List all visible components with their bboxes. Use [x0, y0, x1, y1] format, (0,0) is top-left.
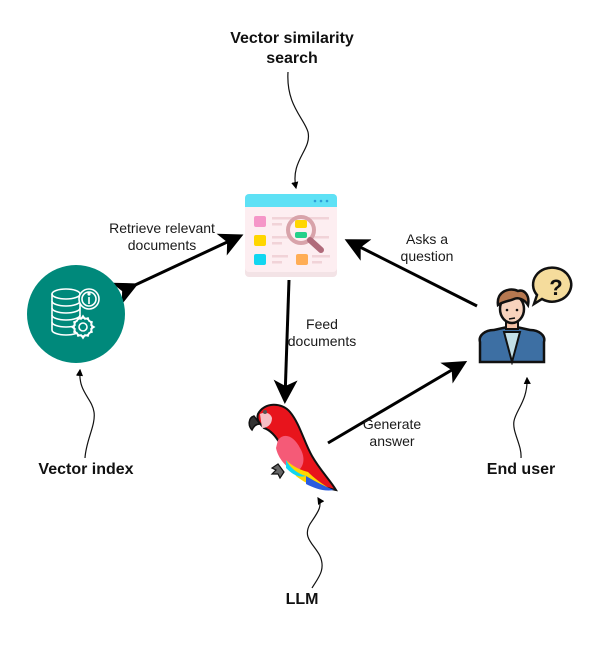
label-generate: Generate answer	[362, 416, 422, 449]
label-retrieve: Retrieve relevant documents	[109, 220, 215, 253]
title-vector-index: Vector index	[38, 461, 134, 478]
parrot-icon	[248, 403, 338, 492]
title-llm: LLM	[285, 591, 319, 608]
user-question-icon: ?	[478, 266, 573, 365]
arrow-feed	[273, 279, 298, 404]
svg-text:?: ?	[549, 275, 562, 300]
search-window-icon	[245, 194, 337, 277]
squiggle-vector-search	[287, 71, 310, 190]
squiggle-llm	[306, 496, 325, 589]
arrow-generate	[327, 360, 468, 445]
database-gear-info-icon	[27, 265, 125, 363]
squiggle-end-user	[513, 376, 531, 459]
title-end-user: End user	[486, 461, 556, 478]
arrow-retrieve	[111, 233, 244, 305]
label-asks: Asks a question	[400, 231, 454, 264]
title-vector-search: Vector similarity search	[230, 30, 354, 67]
arrow-asks	[344, 239, 478, 308]
label-feed: Feed documents	[287, 316, 357, 349]
squiggle-vector-index	[75, 368, 95, 459]
